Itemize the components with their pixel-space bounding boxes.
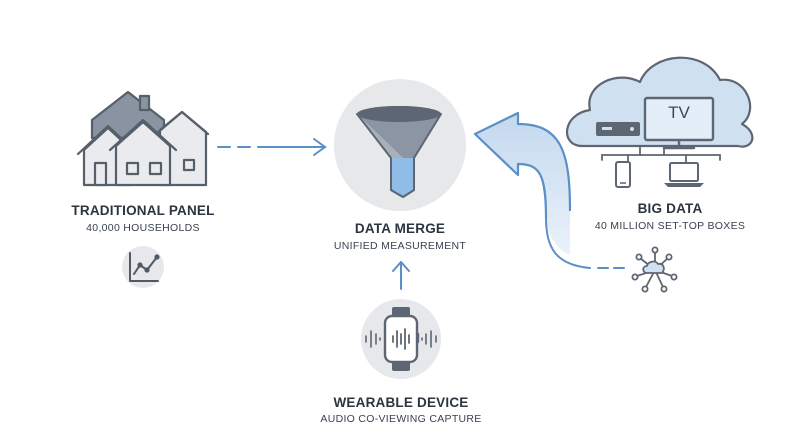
big-data-to-merge-arrow [473, 111, 625, 269]
houses-icon [76, 90, 210, 187]
laptop-icon [664, 162, 704, 187]
panel-to-merge-arrow [217, 138, 327, 156]
set-top-box-icon [596, 122, 640, 136]
funnel-icon [334, 79, 466, 211]
device-connectors [601, 145, 721, 163]
tv-icon [643, 96, 715, 150]
data-merge-subtitle: UNIFIED MEASUREMENT [333, 240, 467, 252]
analytics-chart-icon [122, 246, 164, 288]
data-merge-title: DATA MERGE [354, 221, 446, 236]
big-data-subtitle: 40 MILLION SET-TOP BOXES [594, 220, 746, 232]
traditional-panel-title: TRADITIONAL PANEL [71, 203, 215, 218]
smartwatch-icon [361, 299, 441, 379]
big-data-title: BIG DATA [637, 201, 703, 216]
smartphone-icon [615, 161, 631, 188]
wearable-device-subtitle: AUDIO CO-VIEWING CAPTURE [320, 413, 482, 425]
traditional-panel-subtitle: 40,000 HOUSEHOLDS [86, 222, 200, 234]
wearable-to-merge-arrow [392, 261, 410, 290]
tv-label: TV [668, 103, 690, 122]
mini-cloud-icon [642, 260, 665, 274]
wearable-device-title: WEARABLE DEVICE [333, 395, 469, 410]
